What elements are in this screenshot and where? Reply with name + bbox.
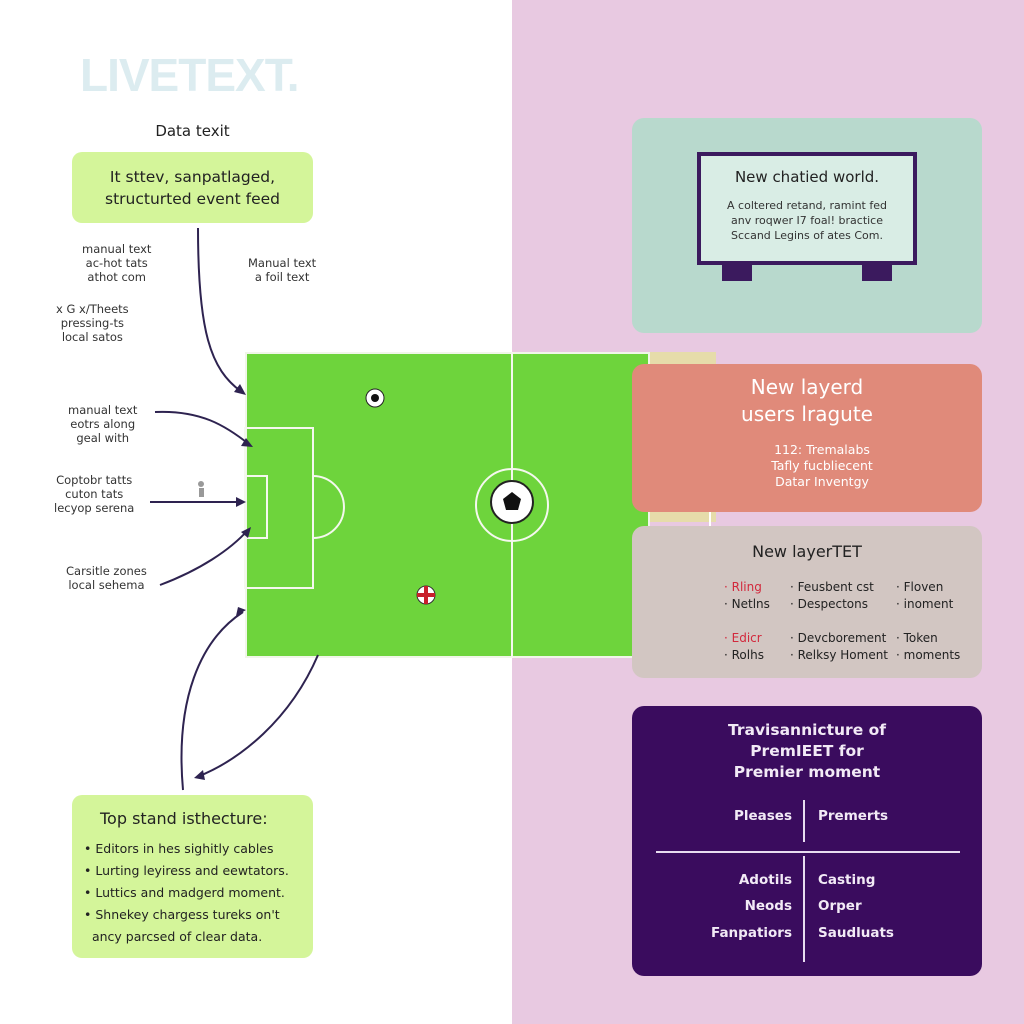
soccer-ball-icon (490, 480, 534, 524)
architecture-title: Top stand isthecture: (100, 809, 268, 828)
layer-item: · Relksy Homent (790, 648, 889, 662)
layer-item: · Edicr (724, 631, 762, 645)
layer-item: · Rling (724, 580, 762, 594)
architecture-item: ancy parcsed of clear data. (91, 929, 263, 944)
architecture-item: • Luttics and madgerd moment. (84, 885, 285, 900)
premier-left-item: Neods (744, 898, 792, 914)
divider (803, 856, 805, 962)
event-feed-line: structurted event feed (105, 189, 280, 208)
architecture-item: • Editors in hes sighitly cables (84, 841, 274, 856)
premier-left-item: Pleases (733, 808, 792, 824)
layer-item: · Devcborement (790, 631, 887, 645)
monitor-foot (722, 263, 752, 281)
monitor-line: A coltered retand, ramint fed (727, 199, 887, 212)
layer-title: New layerTET (752, 542, 862, 561)
small-ball-icon (365, 388, 385, 408)
premier-right-item: Saudluats (818, 925, 894, 941)
arrows (150, 227, 319, 791)
layer-item: · inoment (896, 597, 954, 611)
divider (656, 851, 960, 853)
premier-right-item: Premerts (818, 808, 889, 824)
monitor-screen: New chatied world. A coltered retand, ra… (697, 152, 917, 265)
premier-right-item: Orper (818, 898, 862, 914)
divider (803, 800, 805, 842)
premier-right-item: Casting (818, 872, 876, 888)
monitor-line: Sccand Legins of ates Com. (731, 229, 883, 242)
premier-left-item: Adotils (738, 872, 792, 888)
layer-item: · Netlns (724, 597, 770, 611)
architecture-box: Top stand isthecture: • Editors in hes s… (72, 795, 313, 958)
flag-ball-icon (416, 585, 436, 605)
layer-item: · Token (896, 631, 938, 645)
livetext-logo: LIVETEXT. (80, 49, 299, 101)
data-title: Data texit (155, 122, 230, 140)
architecture-item: • Shnekey chargess tureks on't (84, 907, 280, 922)
football-pitch (245, 352, 650, 658)
premier-left-item: Fanpatiors (711, 925, 792, 941)
player-icon (198, 481, 204, 497)
arrowheads (194, 384, 253, 780)
layer-item: · Rolhs (724, 648, 764, 662)
layer-item: · Despectons (790, 597, 869, 611)
layer-item: · Floven (896, 580, 944, 594)
monitor-foot (862, 263, 892, 281)
architecture-item: • Lurting leyiress and eewtators. (84, 863, 289, 878)
layer-box: New layerTET · Rling · Feusbent cst · Flov… (632, 526, 982, 678)
event-feed-box: It sttev, sanpatlaged, structurted event… (72, 152, 313, 223)
layer-item: · moments (896, 648, 961, 662)
layer-item: · Feusbent cst (790, 580, 874, 594)
event-feed-line: It sttev, sanpatlaged, (109, 167, 276, 186)
monitor-line: anv roqwer I7 foal! bractice (730, 214, 884, 227)
monitor-title: New chatied world. (734, 168, 880, 186)
